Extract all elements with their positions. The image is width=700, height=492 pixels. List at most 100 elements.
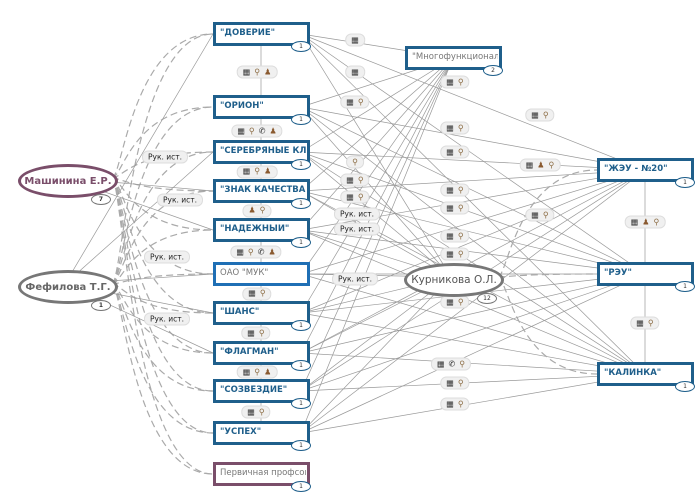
edge-attributes-pill[interactable]: ▦⚲ <box>340 173 370 187</box>
count-badge: 1 <box>291 481 311 492</box>
relation-edge <box>300 33 646 171</box>
company-node-uspeh[interactable]: "УСПЕХ"1 <box>213 421 311 451</box>
edge-attributes-pill[interactable]: ▦⚲ <box>525 108 555 122</box>
edge-label-manager[interactable]: Рук. ист. <box>143 312 191 326</box>
edge-attributes-pill[interactable]: ▦✆⚲ <box>430 357 472 371</box>
count-badge: 1 <box>675 281 695 292</box>
edge-label-manager[interactable]: Рук. ист. <box>331 272 379 286</box>
person-node-kurnikova[interactable]: Курникова О.Л.12 <box>404 263 504 304</box>
person-node-mashinina[interactable]: Машинина Е.Р.7 <box>18 164 118 205</box>
edge-attributes-pill[interactable]: ▦⚲ <box>440 201 470 215</box>
edge-label-manager[interactable]: Рук. ист. <box>156 193 204 207</box>
pin-icon: ⚲ <box>457 297 464 306</box>
count-badge: 2 <box>483 65 503 76</box>
person-icon: ♟ <box>248 205 256 215</box>
building-icon: ▦ <box>531 210 539 219</box>
edge-attributes-pill[interactable]: ▦⚲ <box>440 295 470 309</box>
company-name: "СЕРЕБРЯНЫЕ КЛЮЧИ" <box>220 146 306 156</box>
edge-attributes-pill[interactable]: ▦⚲ <box>340 190 370 204</box>
company-node-zheu[interactable]: "ЖЭУ - №20"1 <box>597 158 695 188</box>
edge-label-manager[interactable]: Рук. ист. <box>143 250 191 264</box>
pin-icon: ⚲ <box>457 249 464 258</box>
company-node-znak[interactable]: "ЗНАК КАЧЕСТВА"1 <box>213 179 311 209</box>
relation-edge <box>300 57 454 354</box>
edge-attributes-pill[interactable]: ▦⚲ <box>525 208 555 222</box>
company-node-reu[interactable]: "РЭУ" 1 <box>597 262 695 292</box>
edge-attributes-pill[interactable]: ⚲ <box>346 155 364 169</box>
edge-attributes-pill[interactable]: ▦⚲ <box>440 376 470 390</box>
pin-icon: ⚲ <box>259 288 266 298</box>
company-node-muk[interactable]: ОАО "МУК" <box>213 262 310 286</box>
edge-label-manager[interactable]: Рук. ист. <box>333 222 381 236</box>
company-node-serebr[interactable]: "СЕРЕБРЯНЫЕ КЛЮЧИ"1 <box>213 140 311 170</box>
person-node-fefilova[interactable]: Фефилова Т.Г.1 <box>18 270 118 311</box>
edge-label-manager[interactable]: Рук. ист. <box>333 207 381 221</box>
edge-attributes-pill[interactable]: ▦⚲ <box>241 405 271 419</box>
edge-attributes-pill[interactable]: ▦⚲♟ <box>236 365 278 379</box>
company-node-shans[interactable]: "ШАНС"1 <box>213 301 311 331</box>
edge-attributes-pill[interactable]: ▦⚲ <box>630 316 660 330</box>
pin-icon: ⚲ <box>457 123 464 132</box>
company-node-perv[interactable]: Первичная профсоюзн...1 <box>213 462 311 492</box>
relation-edge <box>300 373 646 392</box>
pin-icon: ⚲ <box>357 175 364 184</box>
relation-edge <box>300 57 454 275</box>
relation-edge <box>300 229 646 275</box>
pin-icon: ⚲ <box>459 359 466 368</box>
building-icon: ▦ <box>247 407 255 416</box>
phone-icon: ✆ <box>258 126 266 135</box>
edge-attributes-pill[interactable]: ▦⚲✆♟ <box>231 124 283 138</box>
edge-attributes-pill[interactable]: ▦⚲ <box>440 229 470 243</box>
company-node-orion[interactable]: "ОРИОН" 1 <box>213 95 311 125</box>
edge-attributes-pill[interactable]: ▦⚲ <box>440 121 470 135</box>
building-icon: ▦ <box>351 35 359 44</box>
pin-icon: ⚲ <box>254 367 261 376</box>
edge-attributes-pill[interactable]: ▦⚲ <box>440 397 470 411</box>
company-node-mnogo[interactable]: "Многофункциональна...2 <box>405 46 503 76</box>
edge-attributes-pill[interactable]: ▦⚲ <box>440 145 470 159</box>
edge-attributes-pill[interactable]: ▦ <box>345 33 365 47</box>
relation-edge <box>300 229 646 375</box>
person-icon: ♟ <box>642 217 650 226</box>
person-icon: ♟ <box>269 126 277 135</box>
management-edge <box>111 283 214 434</box>
edge-attributes-pill[interactable]: ▦⚲✆♟ <box>230 245 282 259</box>
count-badge: 1 <box>675 177 695 188</box>
edge-attributes-pill[interactable]: ▦♟⚲ <box>624 215 666 229</box>
count-badge: 1 <box>291 360 311 371</box>
building-icon: ▦ <box>446 399 454 408</box>
management-edge <box>111 283 214 475</box>
edge-attributes-pill[interactable]: ▦⚲ <box>440 75 470 89</box>
company-name: "ОРИОН" <box>220 101 264 111</box>
company-node-doverie[interactable]: "ДОВЕРИЕ"1 <box>213 22 311 52</box>
edge-attributes-pill[interactable]: ▦⚲ <box>440 247 470 261</box>
edge-attributes-pill[interactable]: ♟⚲ <box>242 204 272 217</box>
edge-attributes-pill[interactable]: ▦⚲ <box>242 287 272 300</box>
company-node-kalinka[interactable]: "КАЛИНКА"1 <box>597 362 695 392</box>
edge-attributes-pill[interactable]: ▦ <box>345 65 365 79</box>
building-icon: ▦ <box>346 97 354 106</box>
company-node-flagman[interactable]: "ФЛАГМАН"1 <box>213 341 311 371</box>
edge-attributes-pill[interactable]: ▦⚲ <box>241 326 271 340</box>
edge-label-manager[interactable]: Рук. ист. <box>141 150 189 164</box>
edge-attributes-pill[interactable]: ▦⚲ <box>440 183 470 197</box>
management-edge <box>111 177 214 392</box>
company-name: "РЭУ" <box>604 268 632 278</box>
relation-edge <box>64 33 214 285</box>
management-edge <box>111 106 214 285</box>
count-badge: 12 <box>477 293 497 304</box>
edge-attributes-pill[interactable]: ▦⚲♟ <box>236 165 278 178</box>
company-node-sozv[interactable]: "СОЗВЕЗДИЕ"1 <box>213 379 311 409</box>
person-icon: ♟ <box>264 166 272 176</box>
edge-attributes-pill[interactable]: ▦⚲♟ <box>236 65 278 79</box>
pin-icon: ⚲ <box>258 328 265 337</box>
management-edge <box>111 283 214 392</box>
edge-attributes-pill[interactable]: ▦♟⚲ <box>519 158 561 172</box>
edge-attributes-pill[interactable]: ▦⚲ <box>340 95 370 109</box>
phone-icon: ✆ <box>448 359 456 368</box>
management-edge <box>111 273 214 285</box>
count-badge: 1 <box>291 114 311 125</box>
relation-edge <box>300 151 646 375</box>
company-node-nadezh[interactable]: "НАДЕЖНЫЙ"1 <box>213 218 311 248</box>
management-edge <box>111 177 214 475</box>
